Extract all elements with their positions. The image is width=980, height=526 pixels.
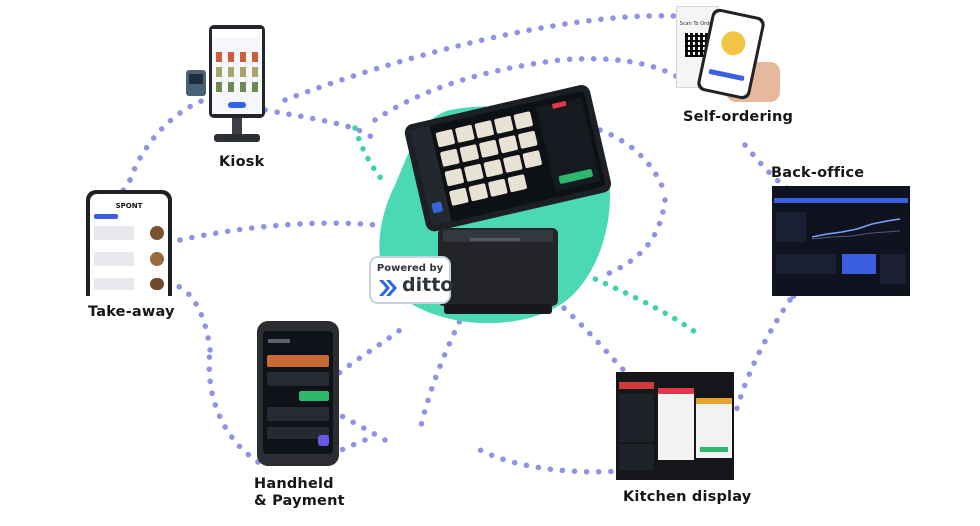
handheld-label-line2: & Payment (254, 493, 345, 509)
kiosk-device (186, 25, 265, 142)
handheld-screen (263, 331, 333, 454)
back-office-label: Back-office (771, 165, 865, 181)
inner-ring-right (602, 197, 668, 278)
handheld-order-row (267, 427, 329, 439)
handheld-order-row (267, 372, 329, 386)
handheld-pay-button (299, 391, 329, 401)
inner-ring-upper-right (597, 127, 668, 198)
handheld-add-button (318, 435, 329, 446)
handheld-label-line1: Handheld (254, 476, 334, 492)
handheld-device (257, 321, 339, 466)
hub-link-right (572, 267, 698, 335)
self-ordering-label: Self-ordering (683, 109, 794, 125)
back-office-dashboard (772, 186, 910, 296)
inner-ring-top-right (372, 55, 693, 123)
kitchen-display-label: Kitchen display (623, 489, 752, 505)
scan-stand-text: Scan To Order (679, 21, 715, 27)
ditto-brand-text: ditto (402, 274, 454, 296)
take-away-brand: SPONT (115, 202, 143, 210)
outer-ring-left (172, 282, 213, 353)
kitchen-ticket (658, 388, 694, 460)
take-away-screen: SPONT (90, 194, 168, 296)
outer-ring-top (282, 13, 678, 103)
handheld-order-row (267, 407, 329, 421)
self-ordering-device: Scan To Order (674, 4, 784, 104)
inner-ring-left (177, 220, 378, 243)
take-away-phone: SPONT (86, 190, 172, 296)
menu-item-row (94, 252, 164, 274)
kitchen-ticket (696, 398, 732, 458)
handheld-order-row (267, 355, 329, 367)
inner-ring-upper (262, 107, 378, 143)
menu-item-row (94, 226, 164, 248)
outer-ring-bottom-right (477, 447, 638, 475)
take-away-label: Take-away (88, 304, 175, 320)
powered-by-text: Powered by (376, 263, 444, 274)
pos-tablet (404, 85, 612, 232)
take-away-tabs (94, 214, 118, 219)
kitchen-display-device (616, 372, 734, 480)
outer-ring-bottom-left (206, 347, 261, 465)
pos-printer-base (438, 228, 558, 314)
menu-item-row (94, 278, 164, 294)
handheld-label: Handheld & Payment (254, 476, 345, 510)
kiosk-label: Kiosk (219, 154, 265, 170)
powered-by-badge: Powered by ditto (369, 256, 454, 304)
outer-ring-far-right (732, 297, 793, 418)
ditto-logo-icon (379, 280, 397, 296)
hub-link-top-left (352, 125, 387, 185)
